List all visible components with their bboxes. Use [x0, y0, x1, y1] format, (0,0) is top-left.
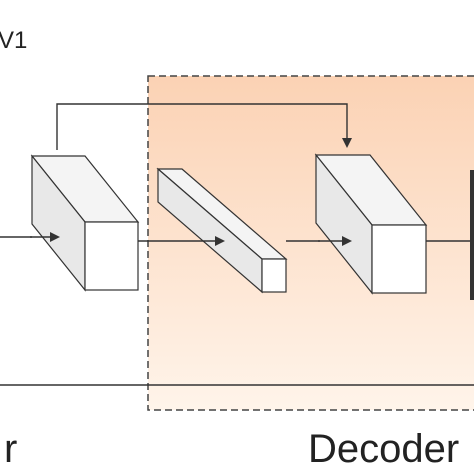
decoder-block [314, 153, 428, 295]
v1-label: V1 [0, 27, 27, 54]
encoder-block [30, 154, 140, 292]
encoder-label-fragment: r [4, 427, 17, 471]
skip-connection-line [56, 103, 352, 150]
decoder-label: Decoder [308, 427, 459, 471]
output-block-edge [470, 170, 474, 300]
bottleneck-block [156, 167, 288, 294]
